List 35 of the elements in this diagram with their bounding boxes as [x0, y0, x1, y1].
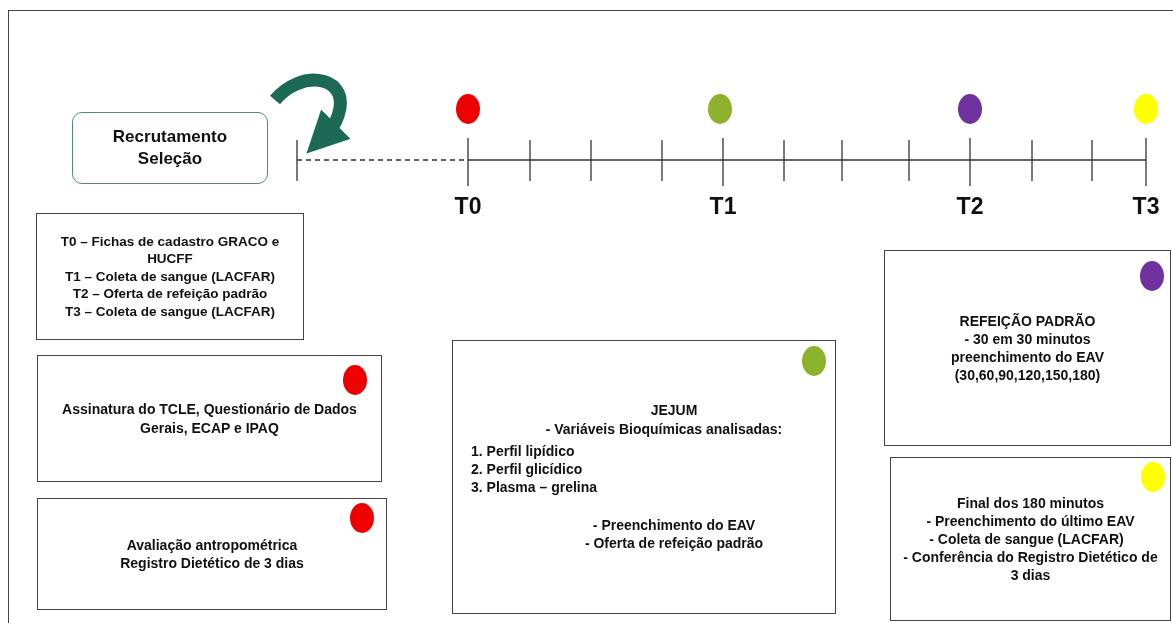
box-text: Assinatura do TCLE, Questionário de Dados Gerais, ECAP e IPAQ — [61, 400, 358, 437]
box-text: Recrutamento — [112, 125, 228, 148]
box-text: T0 – Fichas de cadastro GRACO e HUCFF — [59, 232, 281, 268]
box-text: (30,60,90,120,150,180) — [954, 366, 1101, 385]
time-label: T2 — [956, 193, 984, 220]
box-text: Final dos 180 minutos — [957, 493, 1104, 512]
box-text: Avaliação antropométrica — [126, 535, 298, 554]
time-label: T3 — [1132, 193, 1160, 220]
box-text: REFEIÇÃO PADRÃO — [959, 311, 1096, 330]
text-box — [37, 498, 387, 610]
box-text: 2. Perfil glicídico — [471, 459, 584, 479]
text-box — [36, 213, 304, 340]
box-text: - 30 em 30 minutos — [964, 329, 1091, 348]
text-box — [452, 340, 836, 614]
box-text: - Oferta de refeição padrão — [583, 534, 765, 553]
box-text: Registro Dietético de 3 dias — [120, 554, 304, 573]
time-label: T0 — [454, 193, 482, 220]
box-text: T3 – Coleta de sangue (LACFAR) — [65, 302, 275, 321]
box-text: 3. Plasma – grelina — [471, 478, 599, 497]
box-text: - Preenchimento do EAV — [591, 516, 757, 535]
box-text: 1. Perfil lipídico — [471, 441, 576, 460]
rounded-box — [72, 112, 268, 184]
time-label: T1 — [709, 193, 737, 220]
box-text: - Variáveis Bioquímicas analisadas: — [544, 419, 784, 438]
box-text: T2 – Oferta de refeição padrão — [72, 285, 268, 303]
box-text: - Preenchimento do último EAV — [926, 511, 1135, 530]
box-text: - Coleta de sangue (LACFAR) — [929, 529, 1124, 549]
box-text: - Conferência do Registro Dietético de 3 dias — [902, 548, 1159, 585]
box-text: T1 – Coleta de sangue (LACFAR) — [65, 267, 275, 286]
box-text: JEJUM — [649, 401, 699, 420]
text-box — [37, 355, 382, 482]
box-text: preenchimento do EAV — [951, 348, 1104, 367]
box-text: Seleção — [137, 148, 203, 170]
text-box — [884, 250, 1171, 446]
text-box — [890, 457, 1171, 621]
